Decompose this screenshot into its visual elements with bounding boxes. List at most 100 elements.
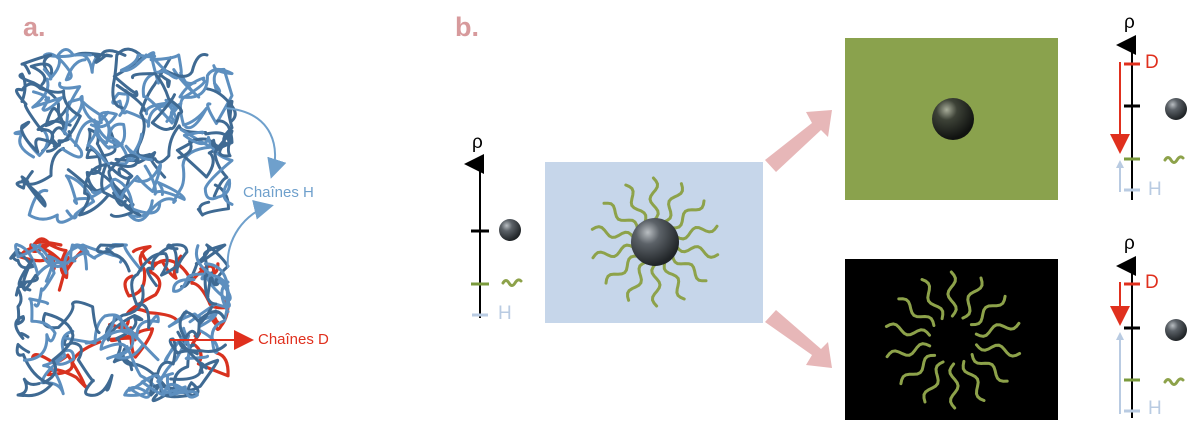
chain-h (30, 243, 64, 308)
axis-rho-initial: ρ (472, 132, 483, 153)
chain-h (110, 162, 163, 215)
chain-h (178, 305, 226, 340)
chains-d-label: Chaînes D (258, 331, 329, 348)
chain-h (20, 53, 54, 86)
chain-h (73, 119, 144, 166)
chain-h (15, 146, 65, 208)
nanoparticle-core (631, 218, 679, 266)
ligand-chain (884, 322, 931, 337)
visible-core (932, 98, 974, 140)
chain-h (109, 153, 140, 180)
axis-d-top: D (1145, 52, 1159, 73)
chain-h (156, 373, 199, 399)
ligand-chain (624, 183, 648, 224)
axis-rho-top: ρ (1124, 12, 1135, 33)
chain-h (17, 258, 39, 292)
chains-h-label: Chaînes H (243, 184, 314, 201)
chain-d (123, 245, 152, 298)
chain-h (169, 358, 220, 397)
chain-h (119, 51, 157, 73)
ligand-chain (671, 253, 708, 283)
chain-h (20, 120, 57, 154)
chain-h (78, 163, 134, 218)
chain-h (146, 243, 189, 288)
polymer-melt-mixed (9, 237, 232, 403)
ligand-chain (961, 359, 986, 402)
chain-h (194, 244, 231, 306)
contrast-axis-top (1110, 35, 1187, 200)
chain-h (95, 243, 131, 273)
chain-h (93, 110, 153, 162)
ligand-chain (920, 278, 945, 321)
chain-h (204, 87, 237, 147)
chain-h (15, 343, 53, 398)
ligand-marker (501, 278, 523, 287)
chain-h (127, 128, 213, 222)
visible-ligand-shell (884, 270, 1022, 410)
chain-h (42, 48, 92, 81)
chain-h (27, 188, 78, 224)
ligand-chain (626, 260, 648, 302)
chain-d (160, 254, 220, 283)
chain-h (31, 77, 64, 112)
chain-h (22, 297, 57, 362)
ligand-chain (650, 262, 662, 308)
chain-h (163, 326, 210, 364)
ligand-chain (591, 243, 636, 260)
ligand-chain (675, 244, 720, 259)
ligand-chain (885, 342, 932, 359)
arrow-to-green-contrast (765, 110, 832, 172)
chain-h (179, 78, 208, 130)
chain-h (90, 168, 142, 217)
ligand-chain (648, 176, 660, 222)
ligand-chain (897, 297, 936, 327)
chain-h (58, 81, 84, 159)
ligand-chain (961, 276, 984, 320)
ligand-chain (922, 360, 945, 404)
axis-h-bottom: H (1148, 398, 1162, 419)
chain-h (194, 243, 227, 306)
chain-h (149, 337, 199, 397)
ligand-chain (946, 270, 958, 318)
chain-h (85, 127, 124, 200)
chain-h (167, 309, 218, 328)
chain-h (196, 183, 231, 217)
chain-h (14, 280, 30, 340)
ligand-chain (604, 254, 640, 285)
ligand-chain (899, 353, 937, 386)
chain-h (178, 64, 234, 99)
ligand-chain (670, 199, 706, 230)
chain-h (178, 340, 227, 374)
chain-h (136, 56, 172, 179)
chain-h (74, 49, 127, 64)
panel-label-a: a. (23, 12, 46, 42)
ligand-shell (590, 176, 720, 308)
axis-h-top: H (1148, 179, 1162, 200)
chain-h (141, 54, 179, 125)
panel-label-b: b. (455, 12, 479, 42)
contrast-axis-initial (464, 154, 523, 318)
chain-h (84, 313, 144, 360)
ligand-chain (969, 294, 1007, 327)
ligand-chain (602, 201, 639, 231)
contrast-axis-bottom (1110, 256, 1187, 418)
axis-rho-bottom: ρ (1124, 233, 1135, 254)
ligand-chain (948, 362, 960, 410)
chain-h (175, 138, 229, 179)
ligand-chain (662, 182, 684, 224)
ligand-chain (974, 321, 1021, 338)
chain-h (43, 52, 101, 82)
chain-h (143, 164, 186, 201)
ligand-chain (590, 225, 635, 240)
ligand-chain (975, 343, 1022, 358)
chains-h-pointer-bottom (226, 200, 274, 269)
polymer-melt-hydrogenated (13, 47, 237, 224)
chains-h-pointer-top (224, 107, 287, 179)
ligand-chain (662, 260, 686, 301)
ligand-chain (674, 224, 719, 241)
chain-h (14, 242, 90, 276)
particle-marker (499, 219, 521, 241)
chain-h (182, 130, 234, 206)
arrow-to-black-contrast (765, 310, 832, 368)
